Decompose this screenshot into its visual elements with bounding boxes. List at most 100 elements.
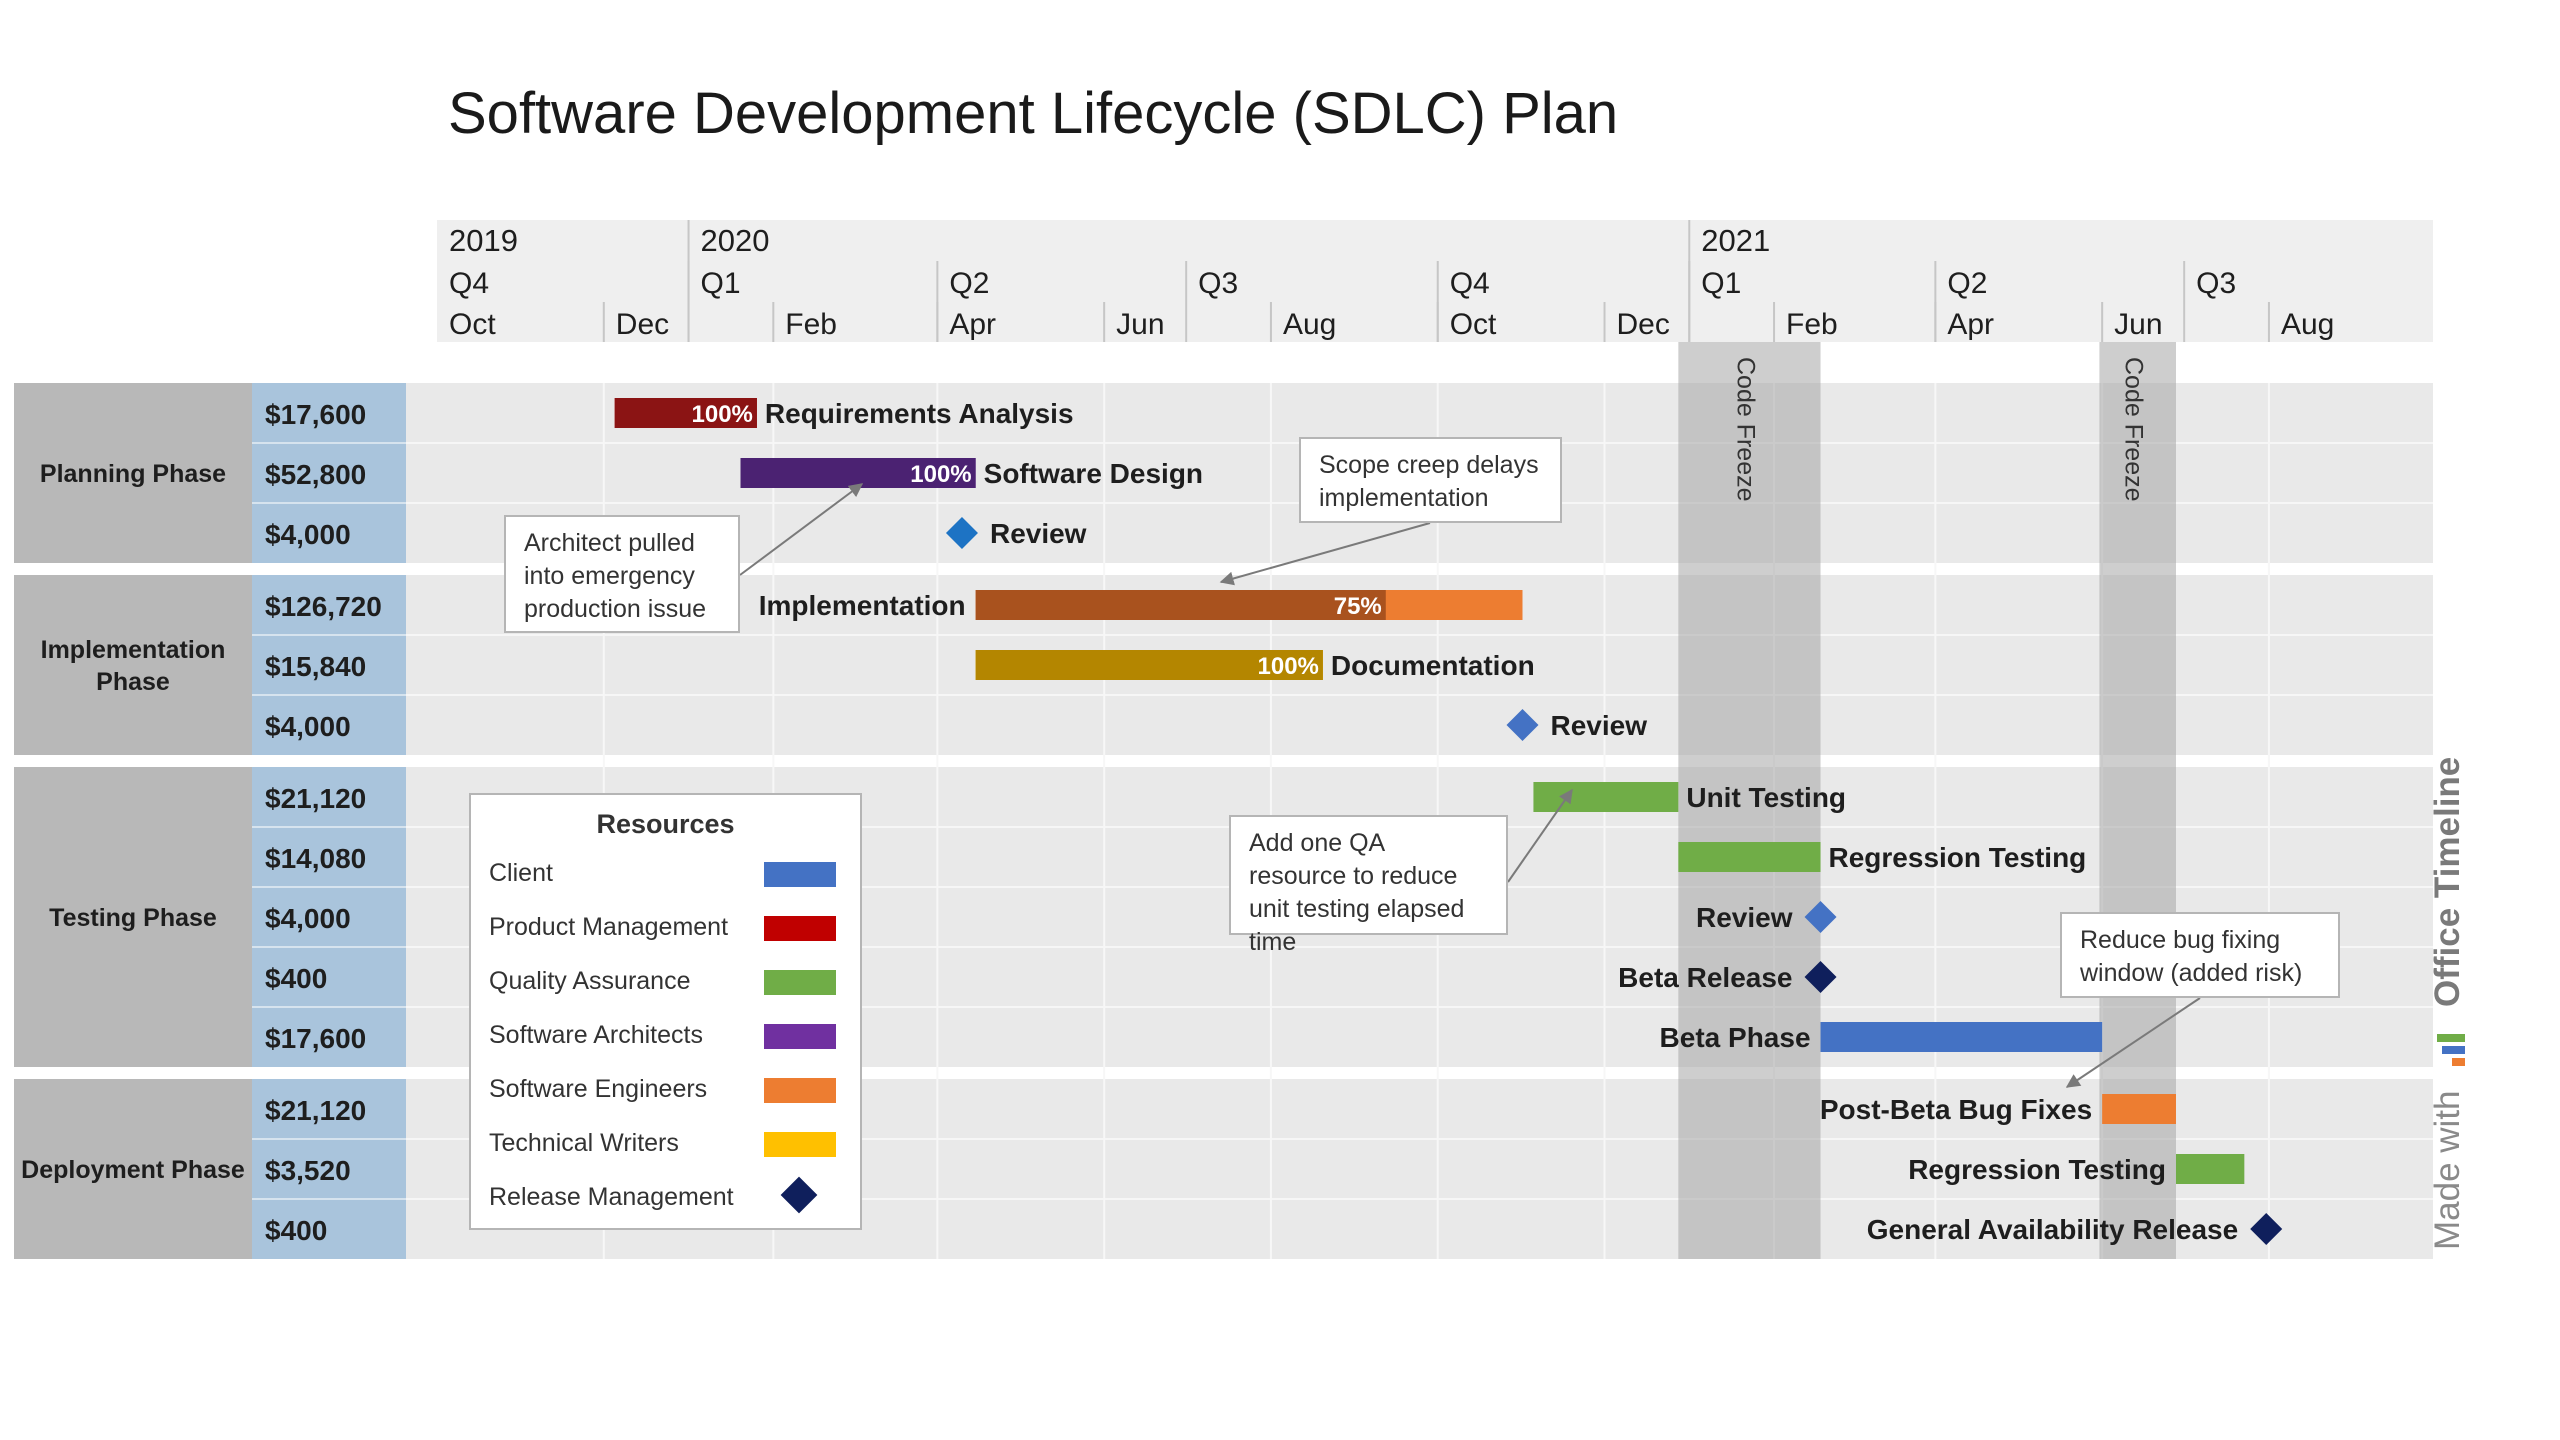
- task-bar-complete: [975, 590, 1386, 620]
- task-bar-fill: [1533, 782, 1679, 812]
- annotation-architect-text: Architect pulled into emergency producti…: [524, 529, 707, 623]
- legend-item: Release Management: [489, 1176, 840, 1217]
- milestone-diamond: [1804, 901, 1837, 933]
- legend-title: Resources: [596, 809, 735, 839]
- row-cost: $21,120: [265, 783, 366, 814]
- row-cost: $14,080: [265, 843, 366, 874]
- task-bar: Regression Testing: [1908, 1154, 2245, 1185]
- row-cost: $17,600: [265, 1023, 366, 1054]
- task-label: Regression Testing: [1908, 1154, 2166, 1185]
- year-label: 2019: [449, 223, 518, 258]
- milestone-diamond: [945, 517, 978, 549]
- milestone-label: Beta Release: [1618, 962, 1792, 993]
- task-bar: Regression Testing: [1678, 842, 2086, 873]
- milestone: Review: [1696, 901, 1837, 933]
- quarter-label: Q1: [701, 267, 741, 300]
- phase-name-cell: [14, 575, 252, 755]
- cost-column-band: [252, 1079, 406, 1259]
- task-bar: Beta Phase: [1660, 1022, 2103, 1053]
- annotation-scope-creep-text: Scope creep delays implementation: [1319, 451, 1539, 512]
- annotation-bug-fixing-text: Reduce bug fixing window (added risk): [2080, 926, 2303, 987]
- task-bar-fill: [1678, 842, 1821, 872]
- legend-swatch: [764, 970, 836, 995]
- made-with-office-timeline: Made with Office Timeline: [2428, 757, 2468, 1250]
- row-cost: $400: [265, 1215, 327, 1246]
- milestone: Review: [1506, 709, 1647, 741]
- legend-item-label: Release Management: [489, 1183, 734, 1211]
- month-label: Oct: [449, 308, 496, 341]
- phase-name: Deployment Phase: [21, 1156, 245, 1184]
- task-bar: 100%Documentation: [975, 650, 1535, 681]
- month-label: Jun: [1116, 308, 1164, 341]
- quarter-label: Q3: [2196, 267, 2236, 300]
- legend-swatch: [764, 1132, 836, 1157]
- annotation-qa-resource: Add one QA resource to reduce unit testi…: [1229, 815, 1508, 956]
- quarter-label: Q3: [1198, 267, 1238, 300]
- row-cost: $3,520: [265, 1155, 351, 1186]
- chart-title: Software Development Lifecycle (SDLC) Pl…: [448, 81, 1619, 146]
- annotation-leader-line: [1507, 788, 1573, 883]
- task-bar-complete: [614, 398, 757, 428]
- task-percent: 75%: [1334, 593, 1382, 620]
- row-cost: $126,720: [265, 591, 382, 622]
- legend-item-label: Product Management: [489, 913, 729, 941]
- task-bar-complete: [740, 458, 976, 488]
- task-label: Post-Beta Bug Fixes: [1820, 1094, 2092, 1125]
- legend-swatch: [764, 916, 836, 941]
- annotation-leader-line: [2065, 997, 2201, 1088]
- task-label: Software Design: [984, 458, 1203, 489]
- annotation-architect: Architect pulled into emergency producti…: [504, 515, 740, 633]
- legend-item-label: Software Architects: [489, 1021, 703, 1049]
- legend-item: Product Management: [489, 907, 840, 947]
- milestone: Beta Release: [1618, 961, 1837, 993]
- code-freeze-label: Code Freeze: [2120, 357, 2148, 502]
- row-cost: $17,600: [265, 399, 366, 430]
- legend-swatch: [764, 1078, 836, 1103]
- task-bar-complete: [975, 650, 1323, 680]
- task-percent: 100%: [910, 461, 971, 488]
- row-cost: $21,120: [265, 1095, 366, 1126]
- phase-name-cell: [14, 767, 252, 1067]
- annotation-qa-resource-text: Add one QA resource to reduce unit testi…: [1249, 829, 1465, 956]
- timescale-band: [437, 220, 2433, 342]
- annotation-scope-creep: Scope creep delays implementation: [1299, 437, 1562, 523]
- milestone-label: Review: [1550, 710, 1647, 741]
- milestone: General Availability Release: [1867, 1213, 2283, 1245]
- task-percent: 100%: [692, 401, 753, 428]
- task-label: Beta Phase: [1660, 1022, 1811, 1053]
- cost-column-band: [252, 767, 406, 1067]
- task-bar: 75%Implementation: [759, 590, 1523, 621]
- month-label: Feb: [1786, 308, 1838, 341]
- task-label: Documentation: [1331, 650, 1535, 681]
- task-bar: 100% Software Design: [740, 458, 1203, 489]
- task-bar-fill: [2175, 1154, 2245, 1184]
- task-bar-fill: [2102, 1094, 2176, 1124]
- year-label: 2021: [1701, 223, 1770, 258]
- legend-item: Client: [489, 853, 840, 893]
- quarter-label: Q4: [449, 267, 489, 300]
- month-label: Dec: [1617, 308, 1670, 341]
- phase-name: Implementation: [41, 636, 226, 664]
- legend-diamond-icon: [780, 1176, 818, 1214]
- legend-item-label: Quality Assurance: [489, 967, 691, 995]
- row-cost: $4,000: [265, 903, 351, 934]
- milestone-label: Review: [1696, 902, 1793, 933]
- legend-item: Technical Writers: [489, 1123, 840, 1163]
- row-cost: $4,000: [265, 519, 351, 550]
- month-label: Feb: [785, 308, 837, 341]
- row-cost: $52,800: [265, 459, 366, 490]
- year-label: 2020: [701, 223, 770, 258]
- task-bar: Post-Beta Bug Fixes: [1820, 1094, 2176, 1125]
- phase-name: Phase: [96, 668, 170, 696]
- task-bar: Unit Testing: [1533, 782, 1846, 813]
- month-label: Apr: [949, 308, 996, 341]
- legend-item: Quality Assurance: [489, 961, 840, 1001]
- row-cost: $15,840: [265, 651, 366, 682]
- cost-column-band: [252, 383, 406, 563]
- phase-name: Planning Phase: [40, 460, 226, 488]
- legend-item-label: Technical Writers: [489, 1129, 679, 1157]
- legend-item-label: Client: [489, 859, 553, 887]
- office-timeline-logo-icon: [2435, 1031, 2465, 1067]
